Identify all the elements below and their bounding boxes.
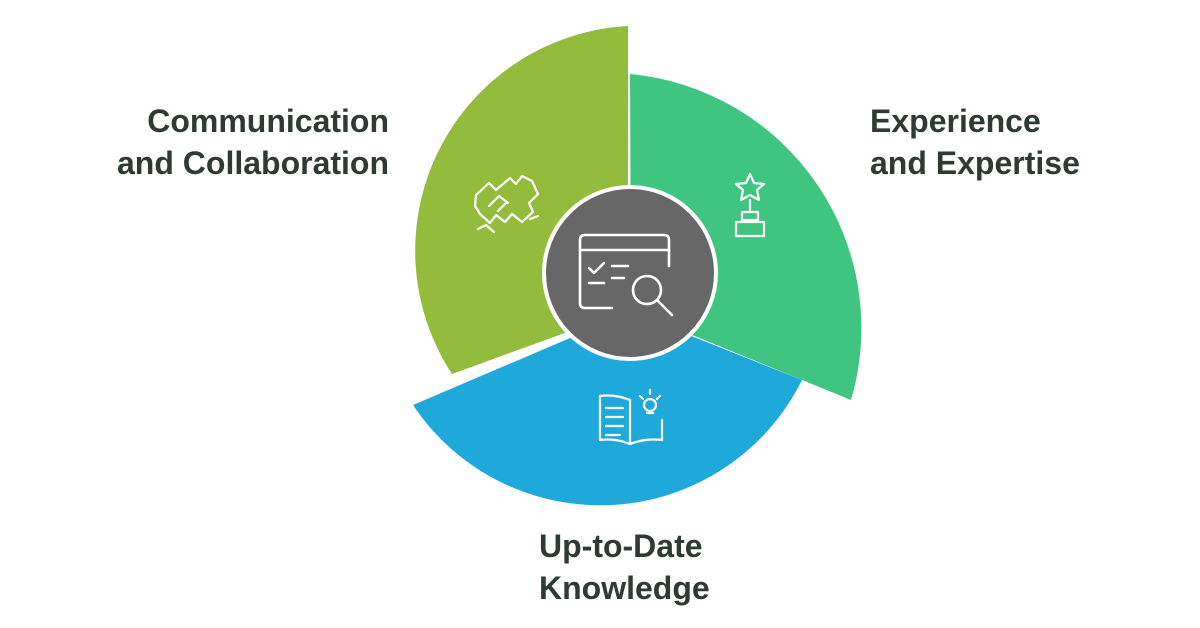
- trophy-star-icon: [734, 172, 766, 238]
- label-experience-line-1: Experience: [870, 103, 1041, 139]
- label-communication-line-2: and Collaboration: [117, 145, 389, 181]
- handshake-icon: [473, 174, 540, 234]
- checklist-search-icon: [578, 233, 674, 317]
- book-lightbulb-icon: [598, 388, 664, 446]
- label-experience: Experience and Expertise: [870, 100, 1080, 184]
- label-knowledge-line-1: Up-to-Date: [539, 528, 703, 564]
- label-experience-line-2: and Expertise: [870, 145, 1080, 181]
- label-communication: Communication and Collaboration: [117, 100, 389, 184]
- label-knowledge: Up-to-Date Knowledge: [539, 525, 710, 609]
- center-hub: [542, 185, 718, 361]
- label-knowledge-line-2: Knowledge: [539, 570, 710, 606]
- label-communication-line-1: Communication: [147, 103, 389, 139]
